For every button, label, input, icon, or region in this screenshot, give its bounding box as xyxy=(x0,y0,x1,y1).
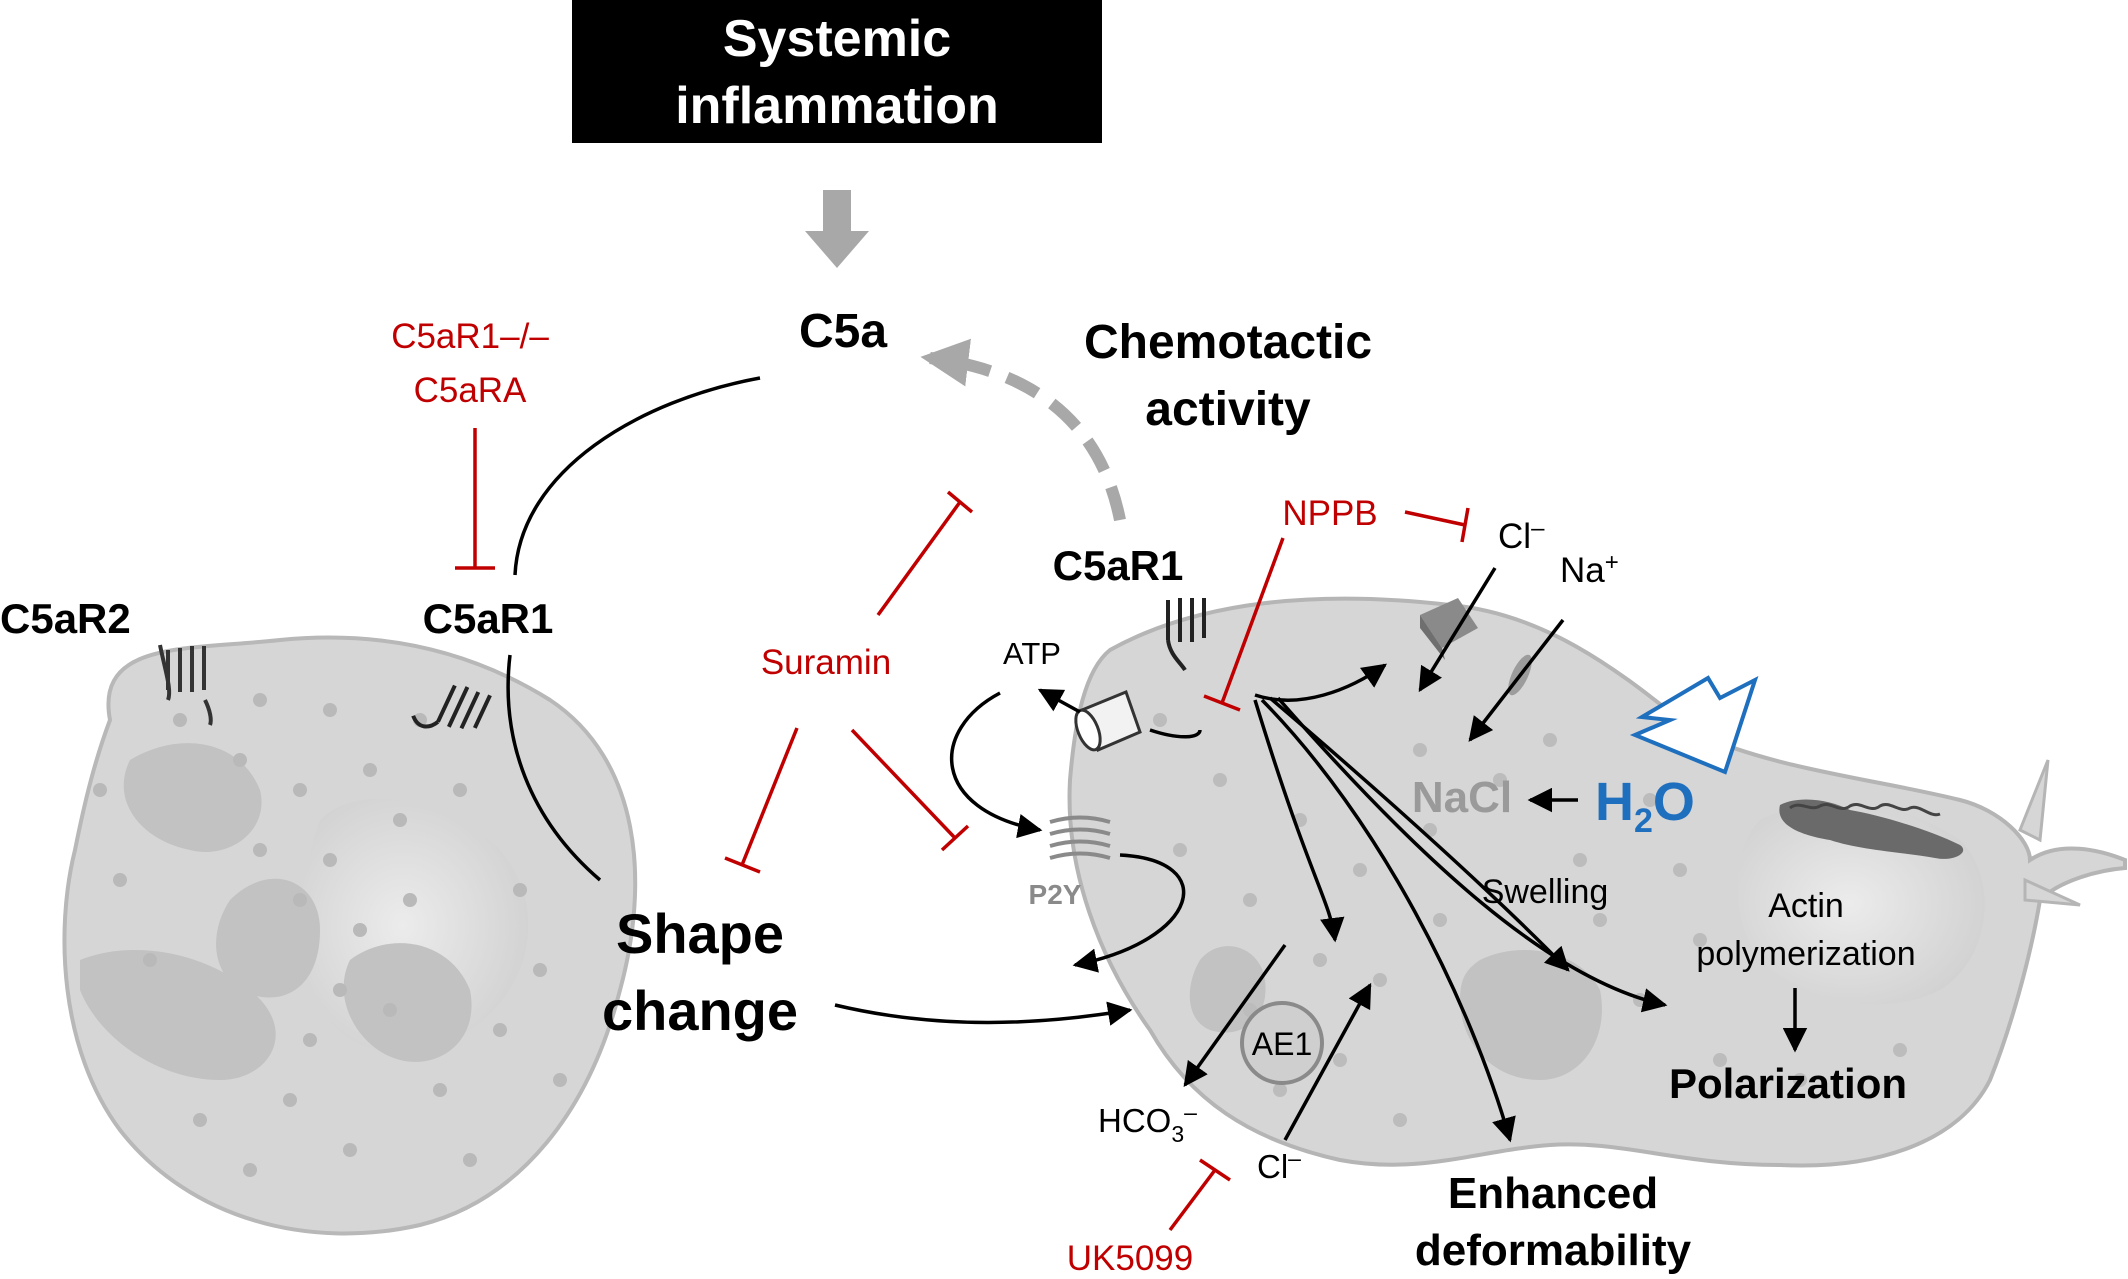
water-label: H2O xyxy=(1595,772,1695,840)
swelling-label: Swelling xyxy=(1482,873,1609,911)
polarization-label: Polarization xyxy=(1669,1060,1907,1107)
activated-cell xyxy=(1049,596,2127,1168)
c5ar2-receptor xyxy=(158,644,213,726)
atp-label: ATP xyxy=(1003,636,1061,671)
c5ar1-right-label: C5aR1 xyxy=(1053,542,1184,589)
uk5099-label: UK5099 xyxy=(1067,1239,1193,1278)
deformability-line-1: Enhanced xyxy=(1448,1169,1658,1218)
resting-cell xyxy=(62,635,638,1236)
header-line-1: Systemic xyxy=(723,10,951,68)
shape-change-line-1: Shape xyxy=(616,902,784,965)
chemotactic-line-1: Chemotactic xyxy=(1084,316,1372,369)
chloride-channel xyxy=(1420,598,1478,648)
c5ara-label: C5aRA xyxy=(414,371,527,410)
c5a-label: C5a xyxy=(799,305,887,358)
nacl-label: NaCl xyxy=(1412,773,1512,822)
header-box xyxy=(572,0,1102,143)
c5ar1-right-receptor xyxy=(1166,598,1206,672)
water-influx-arrow xyxy=(1629,675,1759,775)
shape-change-line-2: change xyxy=(602,979,798,1042)
c5ar1-knockout-label: C5aR1–/– xyxy=(391,317,549,356)
p2y-label: P2Y xyxy=(1029,879,1082,910)
ae1-transporter xyxy=(1240,1001,1324,1085)
c5ar1-left-label: C5aR1 xyxy=(423,595,554,642)
inhibitor-lines xyxy=(455,428,1470,1232)
chloride-top-label: Cl– xyxy=(1498,515,1545,556)
bicarbonate-label: HCO3– xyxy=(1098,1099,1197,1147)
chloride-bottom-label: Cl– xyxy=(1257,1145,1301,1185)
ae1-label: AE1 xyxy=(1252,1026,1312,1062)
actin-mesh xyxy=(1779,799,1964,859)
deformability-line-2: deformability xyxy=(1415,1226,1692,1275)
chemotactic-line-2: activity xyxy=(1145,383,1311,436)
nppb-label: NPPB xyxy=(1282,494,1377,533)
signal-arrows xyxy=(506,376,1808,1143)
header-line-2: inflammation xyxy=(675,77,999,135)
p2y-receptor xyxy=(1049,815,1111,860)
sodium-label: Na+ xyxy=(1560,549,1619,590)
actin-line-2: polymerization xyxy=(1696,935,1915,973)
suramin-label: Suramin xyxy=(761,643,891,682)
c5ar1-left-receptor xyxy=(411,684,492,730)
actin-line-1: Actin xyxy=(1768,887,1844,925)
inflammation-down-arrow xyxy=(805,190,869,268)
feedback-dashed-arrow xyxy=(920,338,1126,522)
c5ar2-label: C5aR2 xyxy=(0,595,131,642)
